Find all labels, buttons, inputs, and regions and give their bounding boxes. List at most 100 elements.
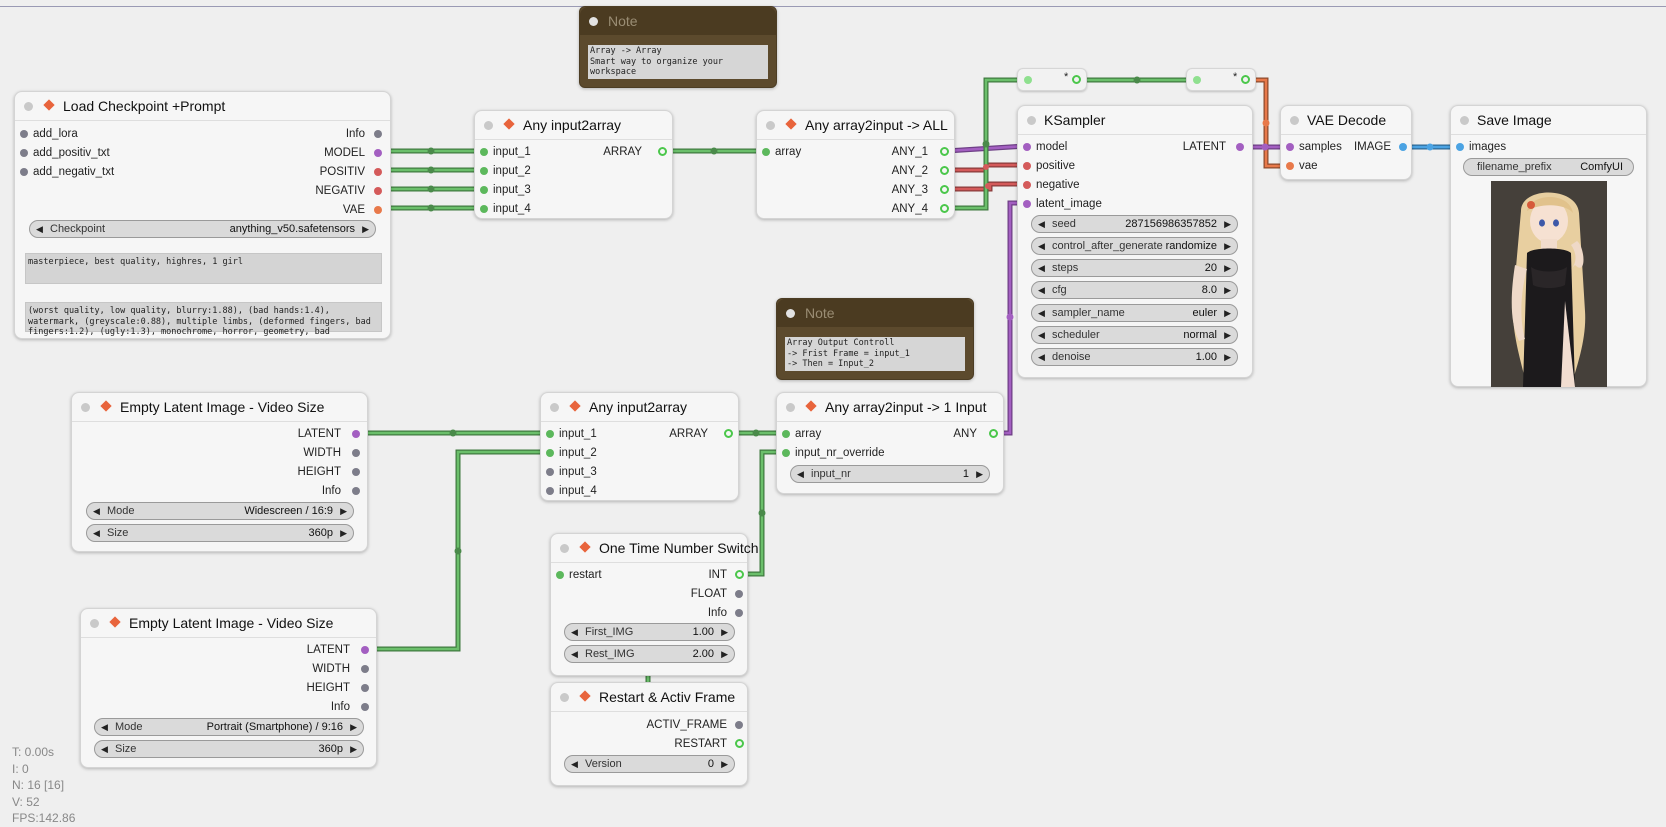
arrow-left-icon[interactable]: ◀ [101,744,108,754]
arrow-right-icon[interactable]: ▶ [976,469,983,479]
arrow-left-icon[interactable]: ◀ [1038,263,1045,273]
input-pin[interactable] [20,130,28,138]
input-pin[interactable] [20,168,28,176]
output-pin[interactable] [1241,75,1250,84]
denoise-widget[interactable]: ◀ denoise 1.00 ▶ [1031,348,1238,366]
collapse-dot-icon[interactable] [589,17,598,26]
arrow-right-icon[interactable]: ▶ [1224,352,1231,362]
reroute-node[interactable]: * [1017,68,1087,91]
output-pin[interactable] [735,590,743,598]
output-pin[interactable] [352,468,360,476]
output-pin[interactable] [940,166,949,175]
arrow-right-icon[interactable]: ▶ [1224,285,1231,295]
version-widget[interactable]: ◀ Version 0 ▶ [564,755,735,773]
input-pin[interactable] [1023,162,1031,170]
input-pin[interactable] [546,449,554,457]
arrow-left-icon[interactable]: ◀ [571,649,578,659]
checkpoint-combo[interactable]: ◀ Checkpoint anything_v50.safetensors ▶ [29,220,376,238]
input-pin[interactable] [546,468,554,476]
note-title-bar[interactable]: Note [777,299,973,327]
empty-latent-image-node[interactable]: Empty Latent Image - Video Size LATENT W… [80,608,377,768]
arrow-left-icon[interactable]: ◀ [1038,330,1045,340]
any-array2input-all-node[interactable]: Any array2input -> ALL array ANY_1 ANY_2… [756,110,955,219]
input-pin[interactable] [1193,76,1201,84]
note-node[interactable]: Note Array Output Controll -> Frist Fram… [776,298,974,380]
collapse-dot-icon[interactable] [560,544,569,553]
output-pin[interactable] [374,168,382,176]
collapse-dot-icon[interactable] [560,693,569,702]
output-pin[interactable] [940,147,949,156]
node-title-bar[interactable]: Save Image [1451,106,1646,135]
arrow-right-icon[interactable]: ▶ [350,744,357,754]
note-text[interactable]: Array -> Array Smart way to organize you… [588,45,768,79]
output-pin[interactable] [374,206,382,214]
output-pin[interactable] [658,147,667,156]
note-text[interactable]: Array Output Controll -> Frist Frame = i… [785,337,965,371]
collapse-dot-icon[interactable] [24,102,33,111]
arrow-left-icon[interactable]: ◀ [1038,219,1045,229]
output-pin[interactable] [361,665,369,673]
arrow-left-icon[interactable]: ◀ [101,722,108,732]
arrow-left-icon[interactable]: ◀ [36,224,43,234]
one-time-number-switch-node[interactable]: One Time Number Switch restart INT FLOAT… [550,533,759,676]
collapse-dot-icon[interactable] [786,309,795,318]
input-pin[interactable] [1024,76,1032,84]
mode-combo[interactable]: ◀ Mode Portrait (Smartphone) / 9:16 ▶ [94,718,364,736]
output-pin[interactable] [361,684,369,692]
collapse-dot-icon[interactable] [484,121,493,130]
input-pin[interactable] [782,449,790,457]
arrow-right-icon[interactable]: ▶ [1224,241,1231,251]
collapse-dot-icon[interactable] [81,403,90,412]
collapse-dot-icon[interactable] [766,121,775,130]
output-pin[interactable] [1236,143,1244,151]
collapse-dot-icon[interactable] [90,619,99,628]
input-pin[interactable] [1286,143,1294,151]
restart-activ-frame-node[interactable]: Restart & Activ Frame ACTIV_FRAME RESTAR… [550,682,748,786]
input-pin[interactable] [480,186,488,194]
output-pin[interactable] [1072,75,1081,84]
arrow-right-icon[interactable]: ▶ [721,759,728,769]
node-title-bar[interactable]: Any input2array [475,111,672,140]
node-title-bar[interactable]: KSampler [1018,106,1252,135]
negative-prompt-textarea[interactable]: (worst quality, low quality, blurry:1.88… [25,302,382,337]
mode-combo[interactable]: ◀ Mode Widescreen / 16:9 ▶ [86,502,354,520]
scheduler-widget[interactable]: ◀ scheduler normal ▶ [1031,326,1238,344]
output-pin[interactable] [735,570,744,579]
input-nr-widget[interactable]: ◀ input_nr 1 ▶ [790,465,990,483]
node-title-bar[interactable]: Empty Latent Image - Video Size [81,609,376,638]
arrow-left-icon[interactable]: ◀ [1038,241,1045,251]
positive-prompt-textarea[interactable]: masterpiece, best quality, highres, 1 gi… [25,253,382,284]
output-pin[interactable] [361,703,369,711]
collapse-dot-icon[interactable] [550,403,559,412]
output-pin[interactable] [940,185,949,194]
input-pin[interactable] [782,430,790,438]
arrow-right-icon[interactable]: ▶ [1224,308,1231,318]
empty-latent-image-node[interactable]: Empty Latent Image - Video Size LATENT W… [71,392,368,552]
input-pin[interactable] [546,487,554,495]
arrow-left-icon[interactable]: ◀ [571,759,578,769]
input-pin[interactable] [480,148,488,156]
node-title-bar[interactable]: Any array2input -> 1 Input [777,393,1003,422]
arrow-right-icon[interactable]: ▶ [721,627,728,637]
output-pin[interactable] [724,429,733,438]
input-pin[interactable] [480,167,488,175]
output-pin[interactable] [352,487,360,495]
cfg-widget[interactable]: ◀ cfg 8.0 ▶ [1031,281,1238,299]
output-pin[interactable] [352,449,360,457]
any-input2array-node[interactable]: Any input2array input_1 input_2 input_3 … [474,110,673,219]
collapse-dot-icon[interactable] [786,403,795,412]
arrow-right-icon[interactable]: ▶ [350,722,357,732]
arrow-right-icon[interactable]: ▶ [721,649,728,659]
arrow-left-icon[interactable]: ◀ [1038,352,1045,362]
reroute-node[interactable]: * [1186,68,1256,91]
node-title-bar[interactable]: VAE Decode [1281,106,1411,135]
node-title-bar[interactable]: One Time Number Switch [551,534,759,563]
arrow-left-icon[interactable]: ◀ [93,506,100,516]
output-pin[interactable] [735,739,744,748]
arrow-left-icon[interactable]: ◀ [797,469,804,479]
input-pin[interactable] [1286,162,1294,170]
size-combo[interactable]: ◀ Size 360p ▶ [86,524,354,542]
arrow-right-icon[interactable]: ▶ [1224,330,1231,340]
node-title-bar[interactable]: Load Checkpoint +Prompt [15,92,390,121]
